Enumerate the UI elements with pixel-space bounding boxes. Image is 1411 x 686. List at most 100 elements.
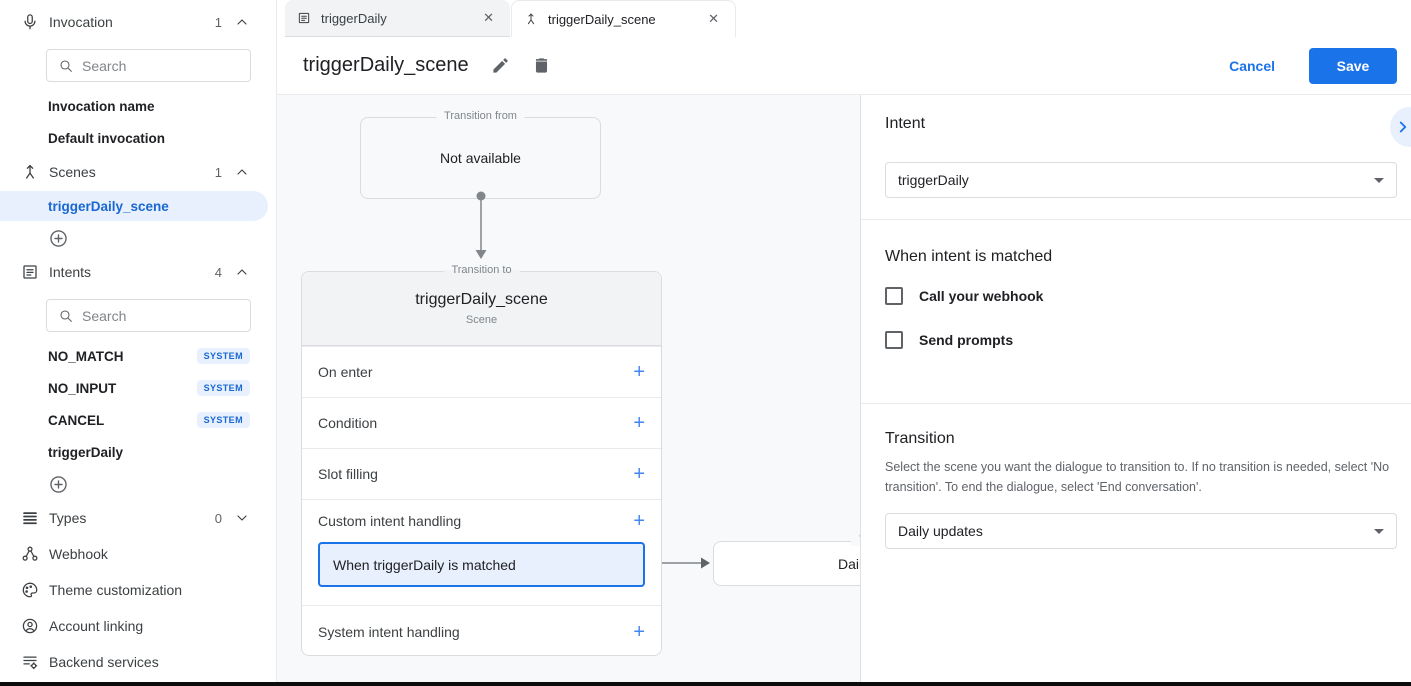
backend-services-icon: [20, 653, 40, 671]
row-custom-intent-handling: Custom intent handling + When triggerDai…: [302, 499, 661, 605]
scene-canvas[interactable]: Transition from Not available Transition…: [277, 95, 860, 682]
next-transition-box[interactable]: Transition to Daily updates: [713, 534, 860, 586]
sidebar-item-theme-customization[interactable]: Theme customization: [0, 574, 250, 606]
intent-heading: Intent: [885, 115, 926, 132]
collapse-panel-button[interactable]: [1390, 107, 1411, 147]
not-available-text: Not available: [440, 150, 521, 166]
sidebar-section-invocation[interactable]: Invocation 1: [0, 6, 250, 38]
sidebar-item-default-invocation[interactable]: Default invocation: [48, 130, 166, 146]
checkbox-unchecked-icon[interactable]: [885, 331, 903, 349]
next-transition-legend: Transition to: [851, 534, 860, 546]
section-label: Scenes: [49, 164, 96, 180]
sidebar-item-backend-services[interactable]: Backend services: [0, 646, 250, 678]
tab-triggerdaily-scene[interactable]: triggerDaily_scene ✕: [511, 0, 736, 37]
sidebar-item-account-linking[interactable]: Account linking: [0, 610, 250, 642]
section-count: 1: [214, 14, 222, 30]
search-icon: [60, 59, 72, 72]
sidebar-item-invocation-name[interactable]: Invocation name: [48, 98, 155, 114]
cancel-button[interactable]: Cancel: [1229, 57, 1275, 74]
sidebar: Invocation 1 Invocation name Default inv…: [0, 0, 277, 682]
section-label: Types: [49, 510, 87, 526]
call-webhook-checkbox-row[interactable]: Call your webhook: [885, 287, 1043, 305]
search-icon: [60, 309, 72, 322]
delete-trash-icon[interactable]: [532, 56, 551, 75]
toolbar: triggerDaily_scene Cancel Save: [277, 37, 1411, 95]
divider: [861, 219, 1411, 220]
close-icon[interactable]: ✕: [708, 11, 719, 26]
add-system-intent-button[interactable]: +: [633, 620, 645, 643]
palette-icon: [20, 581, 40, 599]
chevron-down-icon[interactable]: [234, 510, 250, 526]
transition-select[interactable]: Daily updates: [885, 513, 1397, 549]
intent-select[interactable]: triggerDaily: [885, 162, 1397, 198]
sidebar-item-webhook[interactable]: Webhook: [0, 538, 250, 570]
scene-jump-icon: [20, 163, 40, 181]
bottom-bar: [0, 682, 1411, 686]
sidebar-section-scenes[interactable]: Scenes 1: [0, 156, 250, 188]
account-icon: [20, 617, 40, 635]
sidebar-item-cancel[interactable]: CANCEL SYSTEM: [48, 406, 250, 434]
row-slot-filling[interactable]: Slot filling +: [302, 448, 661, 499]
scene-card-header: triggerDaily_scene Scene: [302, 272, 661, 346]
tab-bar: triggerDaily ✕ triggerDaily_scene ✕: [277, 0, 1411, 37]
sidebar-item-no-input[interactable]: NO_INPUT SYSTEM: [48, 374, 250, 402]
plus-circle-icon: [50, 475, 67, 493]
close-icon[interactable]: ✕: [483, 10, 494, 25]
save-button[interactable]: Save: [1309, 47, 1397, 84]
scene-card: Transition to triggerDaily_scene Scene O…: [301, 264, 662, 657]
transition-to-legend: Transition to: [443, 264, 520, 276]
types-lines-icon: [20, 509, 40, 527]
chevron-up-icon[interactable]: [234, 14, 250, 30]
chevron-up-icon[interactable]: [234, 264, 250, 280]
caret-down-icon: [1374, 177, 1384, 183]
row-on-enter[interactable]: On enter +: [302, 346, 661, 397]
when-matched-heading: When intent is matched: [885, 248, 1053, 265]
plus-circle-icon: [50, 229, 67, 247]
scene-jump-icon: [527, 13, 535, 25]
search-input[interactable]: [82, 57, 232, 74]
transition-from-box: Transition from Not available: [360, 110, 601, 199]
intents-search[interactable]: [46, 299, 251, 332]
checkbox-unchecked-icon[interactable]: [885, 287, 903, 305]
page-title: triggerDaily_scene: [303, 54, 469, 76]
intent-editor-panel: Intent triggerDaily When intent is match…: [860, 95, 1411, 682]
divider: [861, 403, 1411, 404]
edit-pencil-icon[interactable]: [491, 56, 510, 75]
row-condition[interactable]: Condition +: [302, 397, 661, 448]
sidebar-section-types[interactable]: Types 0: [0, 502, 250, 534]
row-system-intent-handling[interactable]: System intent handling +: [302, 605, 661, 657]
chevron-right-icon: [1399, 121, 1407, 133]
when-triggerdaily-matched-item[interactable]: When triggerDaily is matched: [318, 542, 645, 587]
section-count: 1: [214, 164, 222, 180]
sidebar-section-intents[interactable]: Intents 4: [0, 256, 250, 288]
invocation-search[interactable]: [46, 49, 251, 82]
transition-from-legend: Transition from: [436, 110, 525, 122]
sidebar-item-no-match[interactable]: NO_MATCH SYSTEM: [48, 342, 250, 370]
main-area: triggerDaily ✕ triggerDaily_scene ✕ trig…: [277, 0, 1411, 682]
add-slot-filling-button[interactable]: +: [633, 463, 645, 485]
add-intent-button[interactable]: [48, 470, 69, 498]
transition-description: Select the scene you want the dialogue t…: [885, 460, 1390, 494]
tab-triggerdaily[interactable]: triggerDaily ✕: [285, 0, 510, 37]
section-label: Intents: [49, 264, 92, 280]
scene-card-subtitle: Scene: [465, 314, 498, 326]
sidebar-item-triggerdaily[interactable]: triggerDaily: [48, 444, 124, 460]
section-count: 0: [214, 510, 222, 526]
send-prompts-checkbox-row[interactable]: Send prompts: [885, 331, 1013, 349]
add-scene-button[interactable]: [48, 224, 69, 252]
sidebar-item-triggerdaily-scene[interactable]: triggerDaily_scene: [0, 191, 268, 221]
webhook-icon: [20, 545, 40, 563]
intent-doc-icon: [298, 12, 310, 24]
transition-heading: Transition: [885, 430, 955, 447]
section-label: Invocation: [49, 14, 113, 30]
chevron-up-icon[interactable]: [234, 164, 250, 180]
add-custom-intent-button[interactable]: +: [633, 510, 645, 532]
add-condition-button[interactable]: +: [633, 412, 645, 434]
caret-down-icon: [1374, 528, 1384, 534]
microphone-icon: [20, 13, 40, 31]
search-input[interactable]: [82, 307, 232, 324]
system-badge: SYSTEM: [196, 380, 250, 396]
next-transition-text: Daily updates: [838, 555, 860, 572]
add-on-enter-button[interactable]: +: [633, 361, 645, 383]
intents-list-icon: [20, 263, 40, 281]
